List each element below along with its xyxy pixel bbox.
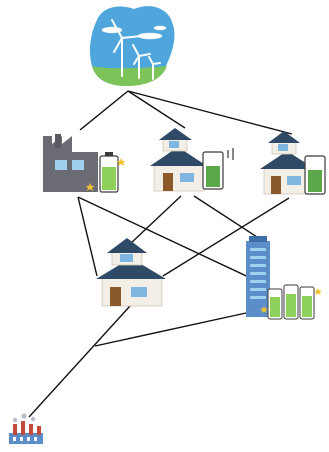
- edge-wind-house-b: [127, 90, 293, 135]
- edge-house-a-office: [193, 195, 258, 238]
- connection-lines: [28, 90, 293, 418]
- edge-wind-factory: [79, 90, 129, 131]
- factory-with-battery-icon: [43, 134, 126, 193]
- edge-house-b-house-c: [162, 197, 290, 277]
- edge-house-c-plant: [28, 305, 131, 418]
- office-building-with-batteries-icon: [246, 236, 322, 320]
- edge-factory-house-c: [77, 196, 98, 277]
- house-with-battery-icon: [150, 128, 234, 192]
- edge-house-a-house-c: [129, 195, 182, 245]
- edge-factory-office: [77, 196, 258, 282]
- house-icon: [96, 238, 166, 307]
- power-plant-icon: [9, 413, 43, 444]
- edge-office-plant: [94, 312, 247, 347]
- wind-turbines-icon: [89, 6, 175, 86]
- house-with-battery-icon: [260, 131, 326, 195]
- edge-wind-house-a: [127, 90, 186, 129]
